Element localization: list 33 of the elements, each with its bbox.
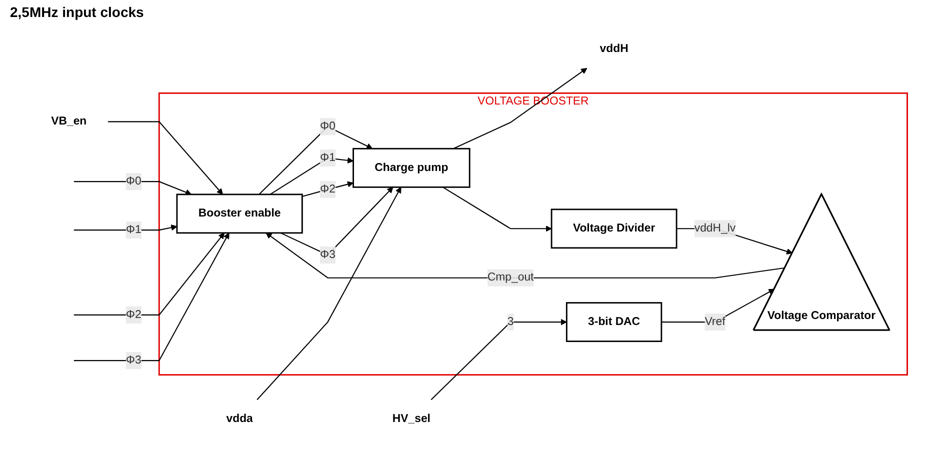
arrow xyxy=(661,288,775,323)
arrow xyxy=(74,181,192,196)
edge-label: Vref xyxy=(704,316,726,328)
node-box: 3-bit DAC xyxy=(566,302,662,342)
edge-label: Cmp_out xyxy=(487,271,534,284)
edge-label: Φ1 xyxy=(320,152,336,164)
arrow xyxy=(256,186,402,400)
arrow xyxy=(266,232,786,278)
edge-label: Φ0 xyxy=(320,120,336,132)
note-text: 2,5MHz input clocks xyxy=(10,4,144,20)
node-text: vddH xyxy=(600,42,628,55)
node-text: VB_en xyxy=(51,115,87,128)
arrow xyxy=(453,68,588,150)
edge-label: 3 xyxy=(507,316,514,328)
edge-label: vddH_lv xyxy=(694,222,736,234)
arrow xyxy=(270,157,354,195)
arrow xyxy=(74,224,178,231)
node-box: Voltage Divider xyxy=(550,208,678,249)
edge-label: Φ2 xyxy=(126,308,142,321)
edge-label: Φ2 xyxy=(320,183,336,196)
arrow xyxy=(108,121,224,195)
arrow xyxy=(74,232,225,316)
edge-label: Φ3 xyxy=(126,354,142,366)
node-box: Booster enable xyxy=(176,194,303,234)
node-text: HV_sel xyxy=(392,412,430,425)
node-text: vdda xyxy=(226,412,253,425)
edge-label: Φ0 xyxy=(126,175,142,188)
arrow xyxy=(74,232,230,362)
edge-label: Φ3 xyxy=(320,248,336,261)
edge-label: Φ1 xyxy=(126,224,142,236)
arrow xyxy=(442,186,552,232)
node-box: Charge pump xyxy=(352,148,470,188)
arrow xyxy=(430,318,567,400)
